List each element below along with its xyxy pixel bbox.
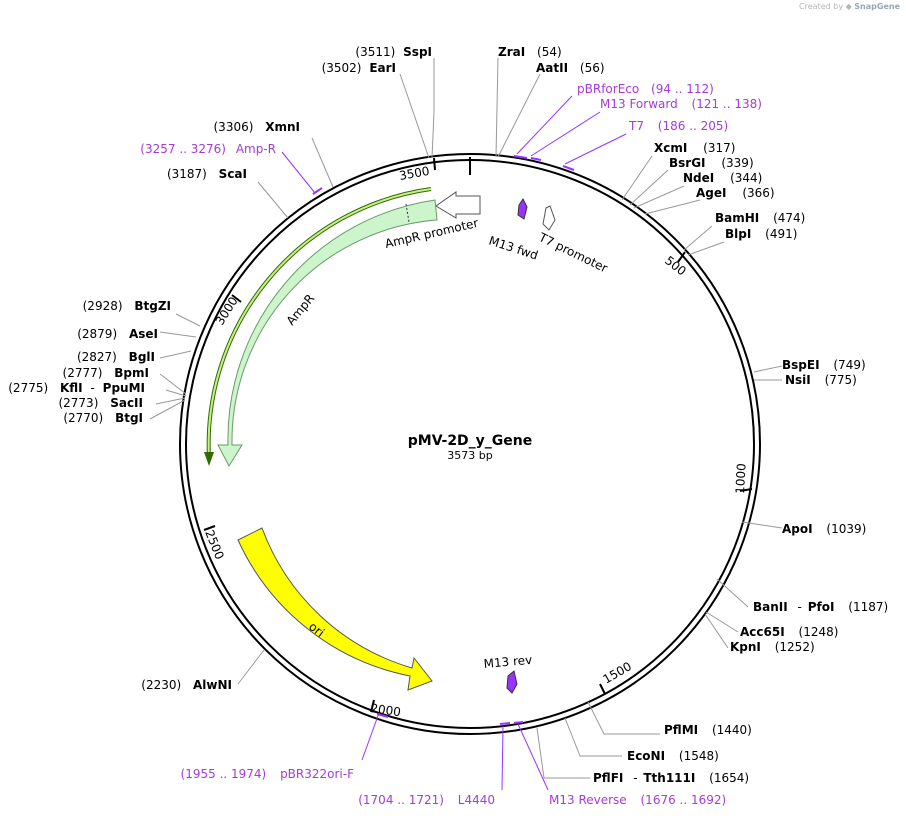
plasmid-length: 3573 bp <box>447 449 492 462</box>
site-sacii: (2773) SacII <box>58 396 143 410</box>
site-nsii: NsiI (775) <box>785 373 857 387</box>
site-bspei: BspEI (749) <box>782 358 866 372</box>
feature-t7-promoter <box>542 205 556 231</box>
site-econi: EcoNI (1548) <box>627 749 719 763</box>
feature-label-t7-promoter: T7 promoter <box>536 230 610 276</box>
primer-m13-reverse: M13 Reverse (1676 .. 1692) <box>549 793 726 807</box>
site-bsrgi: BsrGI (339) <box>669 156 754 170</box>
snapgene-logo-icon: ◆ <box>845 2 852 11</box>
site-bamhi: BamHI (474) <box>715 211 805 225</box>
feature-m13-fwd <box>517 198 528 220</box>
feature-label-ampr: AmpR <box>284 291 318 327</box>
site-labels: (3511) SspI (3502) EarI ZraI (54) AatII … <box>8 45 888 785</box>
site-zrai: ZraI (54) <box>498 45 562 59</box>
feature-label-m13-fwd: M13 fwd <box>487 234 540 263</box>
feature-ampr-promoter <box>435 191 481 219</box>
site-scai: (3187) ScaI <box>167 167 247 181</box>
tick-label-3500: 3500 <box>398 164 431 183</box>
site-asei: (2879) AseI <box>77 327 158 341</box>
snapgene-credit: Created by ◆ SnapGene <box>799 2 900 11</box>
feature-label-m13-rev: M13 rev <box>483 653 533 671</box>
site-xmni: (3306) XmnI <box>214 120 301 134</box>
tick-label-2000: 2000 <box>370 701 402 719</box>
primer-pbr322ori-f: (1955 .. 1974) pBR322ori-F <box>181 767 355 781</box>
credit-brand: SnapGene <box>854 2 900 11</box>
primer-binding-marks <box>312 155 575 725</box>
site-sspi: (3511) SspI <box>355 45 432 59</box>
primer-labels: pBRforEco (94 .. 112) M13 Forward (121 .… <box>140 82 762 807</box>
tick-label-1500: 1500 <box>601 659 634 686</box>
site-btgi: (2770) BtgI <box>63 411 143 425</box>
site-blpi: BlpI (491) <box>725 227 797 241</box>
site-eari: (3502) EarI <box>322 61 396 75</box>
site-bgli: (2827) BglI <box>77 350 155 364</box>
tick-marks <box>203 157 753 713</box>
site-btgzi: (2928) BtgZI <box>83 299 171 313</box>
site-aatii: AatII (56) <box>536 61 605 75</box>
feature-ampr <box>217 199 438 468</box>
site-banii-pfoi: BanII - PfoI (1187) <box>753 600 888 614</box>
feature-m13-rev <box>506 670 518 694</box>
site-pflfi-tth111i: PflFI - Tth111I (1654) <box>593 771 749 785</box>
site-pflmi: PflMI (1440) <box>664 723 752 737</box>
site-leader-lines <box>149 57 783 779</box>
site-alwni: (2230) AlwNI <box>141 678 232 692</box>
site-acc65i: Acc65I (1248) <box>740 625 838 639</box>
credit-prefix: Created by <box>799 2 844 11</box>
site-bpmi: (2777) BpmI <box>63 366 149 380</box>
site-ndei: NdeI (344) <box>683 171 762 185</box>
primer-amp-r: (3257 .. 3276) Amp-R <box>140 142 276 156</box>
primer-l4440: (1704 .. 1721) L4440 <box>358 793 495 807</box>
primer-pbrforeco: pBRforEco (94 .. 112) <box>577 82 714 96</box>
tick-label-3000: 3000 <box>213 294 241 327</box>
primer-m13-forward: M13 Forward (121 .. 138) <box>600 97 762 111</box>
feature-ori <box>237 527 433 691</box>
site-apoi: ApoI (1039) <box>782 522 866 536</box>
tick-label-2500: 2500 <box>202 528 226 562</box>
plasmid-name: pMV-2D_y_Gene <box>408 433 533 449</box>
primer-leader-lines <box>281 95 627 791</box>
site-kpni: KpnI (1252) <box>730 640 815 654</box>
site-kfli-ppumi: (2775) KflI - PpuMI <box>8 381 145 395</box>
site-agei: AgeI (366) <box>696 186 775 200</box>
primer-t7: T7 (186 .. 205) <box>628 119 728 133</box>
tick-label-1000: 1000 <box>733 463 749 494</box>
site-xcmi: XcmI (317) <box>654 141 735 155</box>
feature-ampr-highlight <box>204 187 432 466</box>
